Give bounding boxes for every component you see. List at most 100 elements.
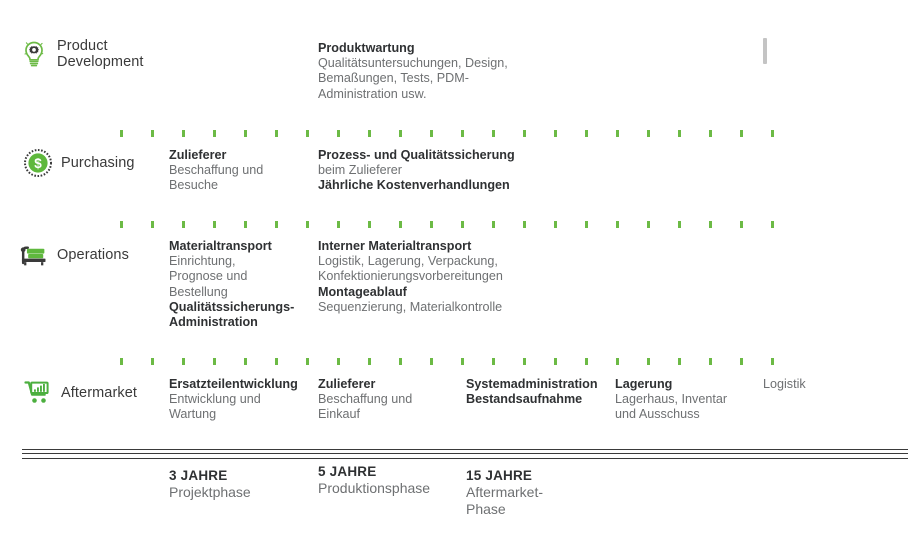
tick-row-operations	[120, 221, 785, 228]
cell-pd-col2: Produktwartung Qualitätsuntersuchungen, …	[318, 41, 518, 102]
timeline-tick	[461, 358, 464, 365]
phase-years: 3 JAHRE	[169, 468, 228, 483]
cell-am-col5: Logistik	[763, 377, 883, 392]
cell-line: Materialtransport	[169, 239, 272, 253]
timeline-tick	[709, 358, 712, 365]
timeline-tick	[616, 221, 619, 228]
phase-name-line2: Phase	[466, 501, 506, 517]
timeline-tick	[275, 130, 278, 137]
cell-line: Lagerhaus, Inventar	[615, 392, 728, 407]
cell-line: Beschaffung und	[169, 163, 264, 178]
lightbulb-gear-icon	[18, 38, 50, 70]
timeline-tick	[492, 358, 495, 365]
timeline-tick	[244, 221, 247, 228]
cell-line: Prognose und	[169, 269, 248, 284]
cell-line: Lagerung	[615, 377, 673, 391]
timeline-tick	[244, 130, 247, 137]
timeline-tick	[709, 130, 712, 137]
cell-line: Konfektionierungsvorbereitungen	[318, 269, 503, 284]
row-label-operations: Operations	[18, 239, 129, 271]
cell-line: Qualitätssicherungs-	[169, 299, 295, 314]
cell-line: Einrichtung,	[169, 254, 236, 269]
timeline-tick	[740, 130, 743, 137]
timeline-tick	[368, 130, 371, 137]
shopping-cart-icon	[22, 377, 54, 409]
cell-line: Interner Materialtransport	[318, 239, 472, 253]
timeline-tick	[678, 358, 681, 365]
cell-am-col4: Lagerung Lagerhaus, Inventar und Ausschu…	[615, 377, 760, 423]
cell-pu-col2: Prozess- und Qualitätssicherung beim Zul…	[318, 148, 548, 194]
cell-line: Produktwartung	[318, 41, 415, 55]
cell-line: Prozess- und Qualitätssicherung	[318, 148, 515, 162]
timeline-tick	[120, 358, 123, 365]
timeline-tick	[182, 221, 185, 228]
cell-line: Einkauf	[318, 407, 361, 422]
timeline-tick	[616, 358, 619, 365]
timeline-tick	[120, 221, 123, 228]
cell-line: Jährliche Kostenverhandlungen	[318, 178, 510, 193]
cell-line: Systemadministration	[466, 377, 598, 391]
timeline-tick	[461, 221, 464, 228]
divider-line-middle	[22, 453, 908, 455]
timeline-tick	[430, 130, 433, 137]
timeline-tick	[430, 358, 433, 365]
timeline-tick	[213, 221, 216, 228]
timeline-tick	[647, 130, 650, 137]
cell-line: und Ausschuss	[615, 407, 700, 422]
cell-line: Bestellung	[169, 284, 228, 299]
scroll-thumb[interactable]	[763, 38, 767, 64]
cell-line: Logistik	[763, 377, 806, 391]
phase-block-aftermarket: 15 JAHRE Aftermarket- Phase	[466, 468, 596, 518]
timeline-tick	[244, 358, 247, 365]
svg-text:$: $	[34, 156, 42, 171]
tick-row-purchasing	[120, 130, 785, 137]
timeline-tick	[771, 358, 774, 365]
row-label-line1: Product	[57, 38, 108, 54]
timeline-tick	[337, 221, 340, 228]
timeline-tick	[523, 130, 526, 137]
timeline-tick	[678, 130, 681, 137]
timeline-tick	[523, 221, 526, 228]
timeline-tick	[399, 358, 402, 365]
timeline-tick	[120, 130, 123, 137]
phase-block-project: 3 JAHRE Projektphase	[169, 468, 309, 501]
timeline-tick	[585, 358, 588, 365]
timeline-tick	[740, 221, 743, 228]
timeline-tick	[678, 221, 681, 228]
timeline-tick	[182, 358, 185, 365]
cell-line: Logistik, Lagerung, Verpackung,	[318, 254, 498, 269]
timeline-tick	[492, 130, 495, 137]
timeline-tick	[368, 358, 371, 365]
timeline-tick	[430, 221, 433, 228]
timeline-tick	[647, 358, 650, 365]
cell-op-col1: Materialtransport Einrichtung, Prognose …	[169, 239, 309, 330]
timeline-tick	[399, 221, 402, 228]
row-label-text-product-development: Product Development	[57, 38, 144, 70]
timeline-tick	[337, 358, 340, 365]
cell-line: Montageablauf	[318, 284, 407, 299]
row-label-text-operations: Operations	[57, 247, 129, 263]
timeline-tick	[275, 358, 278, 365]
cell-line: Besuche	[169, 178, 219, 193]
cell-line: beim Zulieferer	[318, 163, 402, 178]
timeline-tick	[771, 221, 774, 228]
divider-line-bottom	[22, 458, 908, 460]
cell-pu-col1: Zulieferer Beschaffung und Besuche	[169, 148, 309, 194]
timeline-tick	[616, 130, 619, 137]
timeline-tick	[554, 221, 557, 228]
timeline-tick	[554, 130, 557, 137]
phase-name-line1: Aftermarket-	[466, 484, 544, 500]
timeline-tick	[492, 221, 495, 228]
row-label-aftermarket: Aftermarket	[22, 377, 137, 409]
row-label-purchasing: $ Purchasing	[22, 147, 135, 179]
phase-name: Produktionsphase	[318, 480, 431, 496]
timeline-tick	[213, 130, 216, 137]
cell-line: Wartung	[169, 407, 217, 422]
cell-line: Bemaßungen, Tests, PDM-	[318, 71, 469, 86]
timeline-tick	[337, 130, 340, 137]
timeline-tick	[306, 358, 309, 365]
cell-am-col1: Ersatzteilentwicklung Entwicklung und Wa…	[169, 377, 314, 423]
timeline-tick	[585, 130, 588, 137]
row-label-product-development: Product Development	[18, 38, 144, 70]
